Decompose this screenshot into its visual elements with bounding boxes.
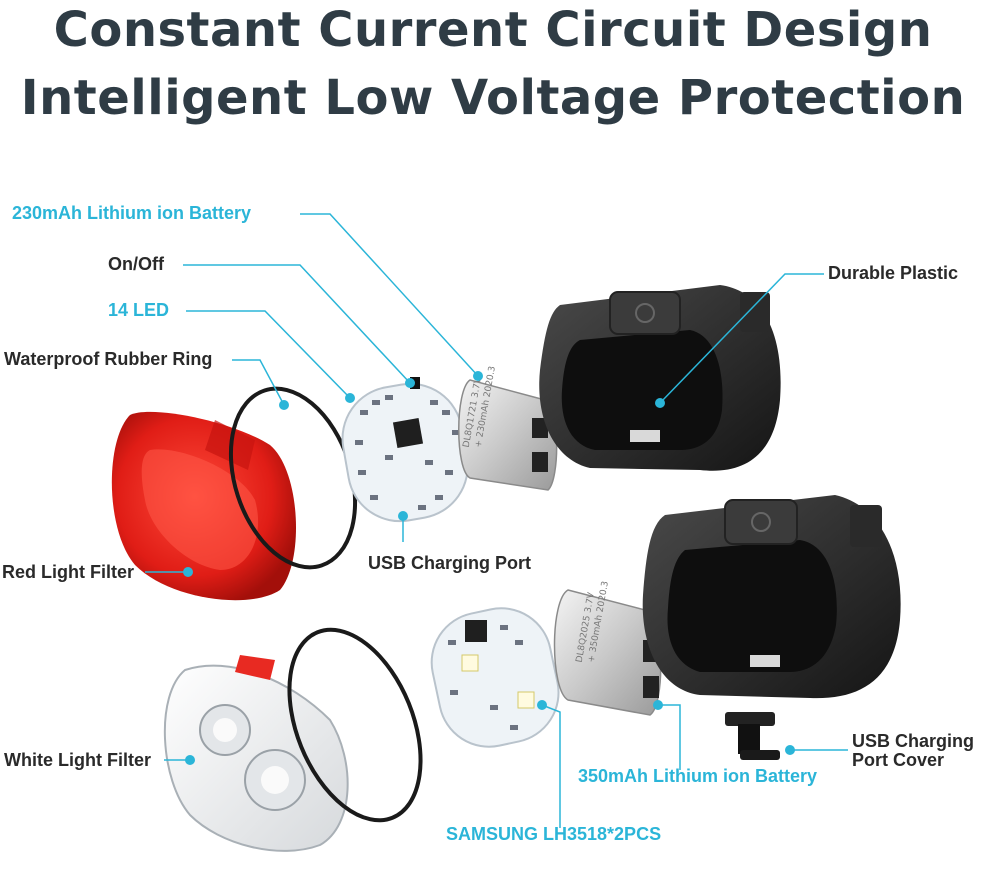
white-light-filter [163, 655, 349, 852]
label-usb-charging-port: USB Charging Port [368, 553, 532, 573]
label-230mah-battery: 230mAh Lithium ion Battery [12, 203, 252, 223]
label-durable-plastic: Durable Plastic [828, 263, 959, 283]
rubber-ring-bottom [287, 627, 423, 823]
leader-lines [145, 213, 848, 828]
usb-port-cover [725, 712, 780, 760]
battery-230mah: DL8Q1721 3.7V + 230mAh 2020.3 [458, 365, 558, 491]
housing-bottom [642, 495, 901, 699]
label-samsung-led: SAMSUNG LH3518*2PCS [446, 824, 662, 844]
label-usb-cover-line1: USB Charging [852, 731, 975, 751]
label-on-off: On/Off [108, 254, 164, 274]
led-board-bottom [430, 607, 560, 748]
label-red-light-filter: Red Light Filter [2, 562, 134, 582]
title-line-2: Intelligent Low Voltage Protection [20, 70, 966, 126]
label-usb-cover-line2: Port Cover [852, 750, 945, 770]
housing-top [539, 285, 781, 471]
leader-dots [183, 371, 795, 765]
label-14-led: 14 LED [108, 300, 170, 320]
led-board-top [341, 377, 469, 523]
battery-350mah: DL8Q2025 3.7V + 350mAh 2020.3 [553, 580, 662, 716]
title-line-1: Constant Current Circuit Design [53, 2, 933, 58]
red-light-filter [111, 411, 297, 601]
label-white-light-filter: White Light Filter [4, 750, 151, 770]
label-waterproof-rubber-ring: Waterproof Rubber Ring [4, 349, 213, 369]
label-350mah-battery: 350mAh Lithium ion Battery [578, 766, 818, 786]
